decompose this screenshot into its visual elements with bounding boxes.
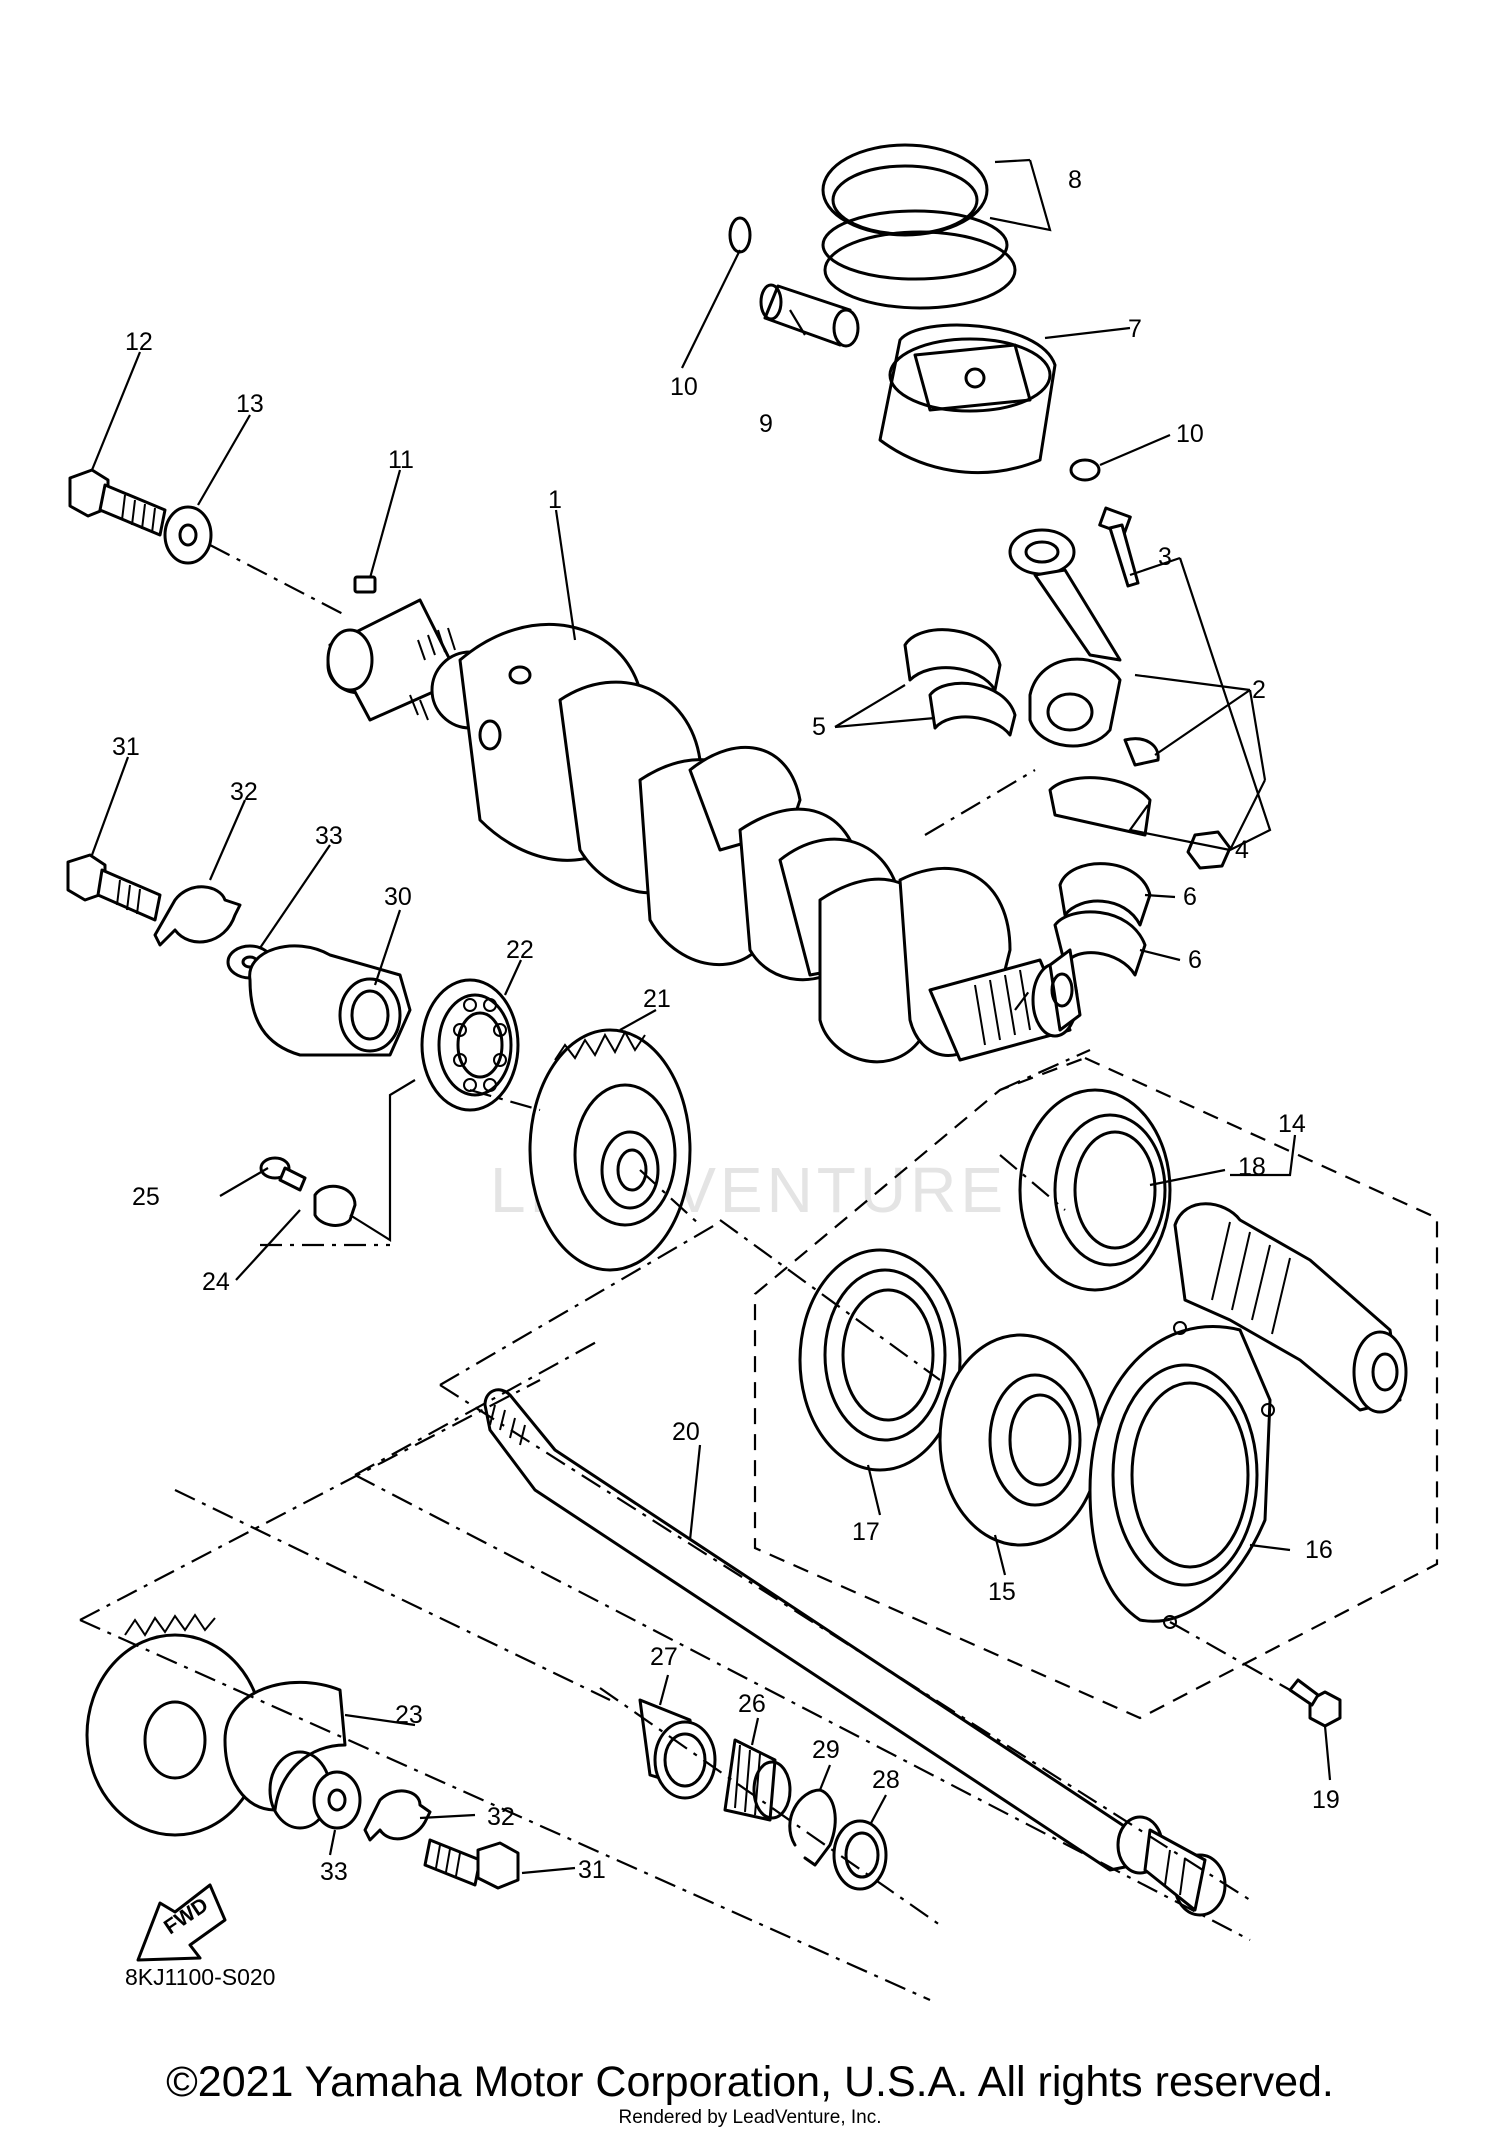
seal-17 <box>798 1248 962 1472</box>
plate-24 <box>313 1184 357 1227</box>
callout-20: 20 <box>672 1418 700 1446</box>
callout-2: 2 <box>1252 676 1266 704</box>
bushing-27 <box>638 1698 717 1800</box>
callout-13: 13 <box>236 390 264 418</box>
callout-28: 28 <box>872 1766 900 1794</box>
circlip-29 <box>788 1788 837 1867</box>
callout-16: 16 <box>1305 1536 1333 1564</box>
callout-8: 8 <box>1068 166 1082 194</box>
callout-22: 22 <box>506 936 534 964</box>
housing-16 <box>1088 1321 1275 1629</box>
piston <box>878 323 1057 475</box>
callout-10a: 10 <box>670 373 698 401</box>
piston-pin <box>759 283 860 348</box>
callout-25: 25 <box>132 1183 160 1211</box>
callout-33b: 33 <box>320 1858 348 1886</box>
callout-32b: 32 <box>487 1803 515 1831</box>
rod-nut <box>1186 830 1232 870</box>
callout-6a: 6 <box>1183 883 1197 911</box>
collar-28 <box>832 1819 888 1891</box>
main-bearing-upper <box>903 628 1017 737</box>
callout-11: 11 <box>388 446 414 474</box>
oil-seal-18 <box>1018 1088 1172 1292</box>
gear-21 <box>528 1028 692 1272</box>
fwd-arrow-icon: FWD <box>136 1883 227 1962</box>
piston-rings <box>821 143 1017 310</box>
crank-taper-end <box>326 627 456 721</box>
assembly-box-14 <box>753 1056 1439 1720</box>
drive-shaft-20 <box>483 1388 1227 1917</box>
callout-19: 19 <box>1312 1786 1340 1814</box>
callout-7: 7 <box>1128 315 1142 343</box>
bolt-31-lower <box>423 1838 520 1890</box>
washer-33-lower <box>312 1770 362 1830</box>
needle-bearing-26 <box>723 1738 792 1822</box>
callout-12: 12 <box>125 328 153 356</box>
callout-29: 29 <box>812 1736 840 1764</box>
callout-24: 24 <box>202 1268 230 1296</box>
callout-15: 15 <box>988 1578 1016 1606</box>
crankshaft <box>326 598 1082 1064</box>
callout-18: 18 <box>1238 1153 1266 1181</box>
main-bearing-lower <box>1053 862 1152 977</box>
callout-33a: 33 <box>315 822 343 850</box>
lock-washer-32-lower <box>363 1789 432 1842</box>
circlip-left <box>728 216 752 254</box>
callout-4: 4 <box>1235 836 1249 864</box>
callout-1: 1 <box>548 486 562 514</box>
assembly-lines <box>79 769 1291 2002</box>
exploded-parts-diagram: LEADVENTURE <box>66 143 1439 2002</box>
output-shaft-14 <box>1173 1202 1408 1414</box>
screw-25 <box>259 1156 307 1192</box>
rendered-by-credit: Rendered by LeadVenture, Inc. <box>618 2107 882 2128</box>
callout-32a: 32 <box>230 778 258 806</box>
callout-labels: 1 2 3 4 5 6 6 7 8 9 10 10 11 12 13 14 15… <box>112 166 1340 1886</box>
rod-bolt <box>1098 506 1140 588</box>
callout-9: 9 <box>759 410 773 438</box>
callout-5: 5 <box>812 713 826 741</box>
lock-washer-32-upper <box>153 885 242 947</box>
bolt-31-upper <box>66 853 162 922</box>
connecting-rod <box>1008 528 1160 837</box>
bracket-24 <box>349 1079 416 1242</box>
diagram-code: 8KJ1100-S020 <box>125 1964 275 1990</box>
bolt-19 <box>1288 1678 1342 1728</box>
callout-6b: 6 <box>1188 946 1202 974</box>
callout-10b: 10 <box>1176 420 1204 448</box>
callout-17: 17 <box>852 1518 880 1546</box>
leader-lines <box>90 158 1332 1875</box>
copyright-notice: ©2021 Yamaha Motor Corporation, U.S.A. A… <box>166 2058 1334 2106</box>
callout-26: 26 <box>738 1690 766 1718</box>
circlip-right <box>1069 458 1101 482</box>
woodruff-key <box>353 575 377 594</box>
axis-crank-bolt <box>209 544 346 616</box>
callout-31a: 31 <box>112 733 140 761</box>
callout-3: 3 <box>1158 543 1172 571</box>
coupling-30 <box>248 944 412 1057</box>
callout-30: 30 <box>384 883 412 911</box>
crank-washer <box>163 505 213 565</box>
crank-bolt <box>68 468 167 537</box>
bearing-15 <box>938 1333 1102 1547</box>
callout-27: 27 <box>650 1643 678 1671</box>
callout-21: 21 <box>643 985 671 1013</box>
callout-14: 14 <box>1278 1110 1306 1138</box>
callout-23: 23 <box>395 1701 423 1729</box>
callout-31b: 31 <box>578 1856 606 1884</box>
